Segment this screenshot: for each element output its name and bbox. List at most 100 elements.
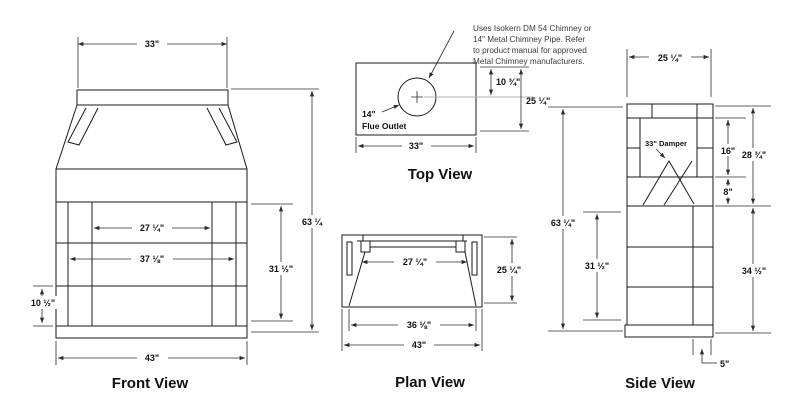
flue-size-label: 14" bbox=[362, 109, 376, 119]
note-leader-line bbox=[428, 30, 455, 79]
label-bg bbox=[398, 318, 440, 331]
front-firebox-width-label: 37 ⅛" bbox=[140, 254, 164, 264]
side-dim-chamber-total: 28 ¾" bbox=[736, 108, 772, 204]
flue-crosshair bbox=[411, 91, 423, 103]
front-dim-base-width: 43" bbox=[55, 341, 248, 365]
side-dim-total-height: 63 ¼" bbox=[544, 106, 623, 332]
extension-lines bbox=[55, 341, 248, 365]
front-dim-top-width: 33" bbox=[77, 37, 228, 88]
plan-view: 27 ¼" 25 ¼" 36 ⅛" 43" Plan View bbox=[341, 234, 528, 391]
label-bg bbox=[402, 139, 431, 152]
top-flue-center-label: 10 ¾" bbox=[496, 77, 520, 87]
plan-view-title: Plan View bbox=[395, 374, 465, 391]
plan-dim-inner-width: 36 ⅛" bbox=[348, 309, 477, 331]
side-dim-throat: 8" bbox=[719, 179, 737, 204]
side-hearth-depth-label: 5" bbox=[720, 359, 729, 369]
side-block-joints bbox=[627, 104, 713, 325]
top-width-label: 33" bbox=[409, 141, 423, 151]
top-view-title: Top View bbox=[408, 166, 473, 183]
extension-lines bbox=[484, 236, 517, 304]
side-dim-firebox-height: 34 ½" bbox=[736, 208, 772, 331]
top-dim-width: 33" bbox=[355, 137, 477, 153]
extension-lines bbox=[692, 339, 712, 355]
front-course-lines bbox=[56, 168, 247, 327]
damper-label: 33" Damper bbox=[645, 139, 687, 148]
extension-lines bbox=[251, 203, 293, 322]
plan-air-slot-left bbox=[346, 241, 353, 276]
side-firebox-height-label: 34 ½" bbox=[742, 266, 766, 276]
plan-lintel-lines bbox=[357, 235, 467, 248]
extension-lines bbox=[626, 49, 712, 97]
plan-opening-width-label: 27 ¼" bbox=[403, 257, 427, 267]
side-dim-hearth-depth: 5" bbox=[692, 339, 729, 369]
top-depth-label: 25 ¼" bbox=[526, 96, 550, 106]
extension-lines bbox=[33, 285, 53, 327]
label-bg bbox=[137, 37, 167, 50]
side-chamber-upper-label: 16" bbox=[721, 146, 735, 156]
side-dim-depth: 25 ¼" bbox=[626, 49, 712, 97]
label-bg bbox=[263, 262, 299, 275]
plan-air-slot-right bbox=[471, 241, 478, 276]
front-dim-opening-height: 31 ½" bbox=[251, 203, 299, 322]
top-dim-depth: 25 ¼" bbox=[480, 69, 550, 132]
label-bg bbox=[394, 255, 436, 268]
side-base-slab bbox=[624, 324, 714, 338]
top-dim-flue-center: 10 ¾" bbox=[480, 66, 529, 95]
front-outline bbox=[55, 89, 248, 339]
extension-lines bbox=[341, 309, 483, 351]
extension-lines bbox=[715, 105, 771, 334]
plan-dim-base-width: 43" bbox=[341, 309, 483, 351]
damper-callout: 33" Damper bbox=[645, 139, 687, 159]
side-course-lines bbox=[627, 117, 713, 288]
note-line-1: Uses Isokern DM 54 Chimney or bbox=[473, 24, 592, 33]
label-bg bbox=[137, 351, 168, 364]
damper-leader-line bbox=[655, 148, 666, 159]
extension-lines bbox=[355, 137, 477, 153]
front-top-width-label: 33" bbox=[145, 39, 159, 49]
front-opening-width-label: 27 ¼" bbox=[140, 223, 164, 233]
plan-outline bbox=[341, 234, 483, 308]
plan-dim-opening-width: 27 ¼" bbox=[362, 255, 467, 268]
side-throat-label: 8" bbox=[723, 187, 732, 197]
extension-lines bbox=[583, 211, 621, 321]
label-bg bbox=[131, 252, 173, 265]
front-shoulder-vents bbox=[67, 107, 238, 146]
side-total-height-label: 63 ¼" bbox=[551, 218, 575, 228]
extension-lines bbox=[548, 106, 623, 332]
front-hearth-height-label: 10 ½" bbox=[31, 298, 55, 308]
front-view: 33" 27 ¼" 37 ⅛" 10 ½" 43" bbox=[25, 37, 328, 392]
front-dim-firebox-width: 37 ⅛" bbox=[70, 252, 234, 265]
side-dim-opening-height: 31 ½" bbox=[579, 211, 621, 321]
front-dim-opening-width: 27 ¼" bbox=[94, 221, 210, 234]
label-bg bbox=[404, 338, 434, 351]
plan-lintel-tab-right bbox=[455, 240, 466, 253]
front-total-height-label: 63 ¼ bbox=[302, 217, 324, 227]
front-opening-height-label: 31 ½" bbox=[269, 264, 293, 274]
front-jamb-lines bbox=[67, 202, 237, 326]
front-dim-total-height: 63 ¼ bbox=[231, 88, 328, 333]
label-bg bbox=[717, 144, 740, 156]
side-right-extension-ticks bbox=[715, 105, 771, 334]
label-bg bbox=[649, 50, 691, 63]
plan-inner-width-label: 36 ⅛" bbox=[407, 320, 431, 330]
flue-outlet-label: Flue Outlet bbox=[362, 121, 407, 131]
plan-base-width-label: 43" bbox=[412, 340, 426, 350]
flue-leader-line bbox=[381, 104, 400, 113]
note-line-3: to product manual for approved bbox=[473, 46, 587, 55]
side-opening-height-label: 31 ½" bbox=[585, 261, 609, 271]
label-bg bbox=[719, 186, 737, 197]
extension-lines bbox=[231, 88, 319, 333]
note-line-4: Metal Chimney manufacturers. bbox=[473, 57, 584, 66]
label-bg bbox=[736, 148, 772, 161]
label-bg bbox=[544, 216, 582, 229]
plan-lintel-tab-left bbox=[360, 240, 371, 253]
label-bg bbox=[579, 259, 616, 272]
chimney-note: Uses Isokern DM 54 Chimney or 14" Metal … bbox=[428, 24, 592, 79]
side-dim-chamber-upper: 16" bbox=[717, 120, 740, 175]
top-view: 10 ¾" 25 ¼" 33" 14" Flue Outlet Uses Iso… bbox=[355, 24, 592, 183]
label-bg bbox=[132, 221, 172, 234]
side-depth-label: 25 ¼" bbox=[658, 53, 682, 63]
side-view-title: Side View bbox=[625, 375, 695, 392]
